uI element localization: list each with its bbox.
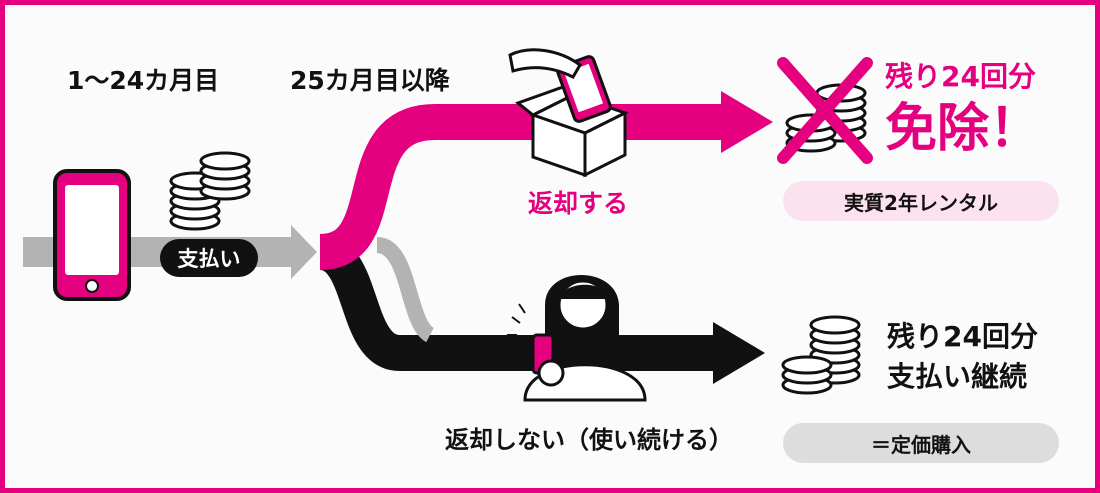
crossed-coins-icon	[777, 57, 873, 164]
return-summary-pill: 実質2年レンタル	[783, 181, 1059, 221]
return-path-line	[318, 104, 723, 270]
gray-arrowhead	[291, 225, 317, 279]
keep-label: 返却しない（使い続ける）	[445, 426, 733, 454]
woman-using-phone-icon	[507, 275, 647, 402]
return-path-arrowhead	[721, 91, 773, 153]
hand-returning-phone-to-box-icon	[508, 48, 629, 178]
flow-artwork	[23, 48, 873, 402]
keep-summary-pill: ＝定価購入	[783, 423, 1059, 463]
smartphone-icon	[53, 169, 131, 301]
period-1-24-label: 1〜24カ月目	[67, 66, 220, 95]
return-result-line1: 残り24回分	[885, 60, 1036, 93]
period-25-onward-label: 25カ月目以降	[290, 66, 450, 95]
keep-path-arrowhead	[713, 322, 765, 384]
return-result-line2: 免除！	[885, 99, 1042, 159]
pay-pill: 支払い	[160, 239, 258, 277]
coin-stack-icon	[781, 315, 861, 395]
return-label: 返却する	[528, 189, 629, 218]
coin-stack-icon	[169, 151, 251, 231]
keep-result-line1: 残り24回分	[887, 320, 1038, 353]
keep-result-line2: 支払い継続	[887, 360, 1028, 393]
gray-accent-line	[375, 237, 436, 343]
keep-path-line	[317, 234, 715, 371]
